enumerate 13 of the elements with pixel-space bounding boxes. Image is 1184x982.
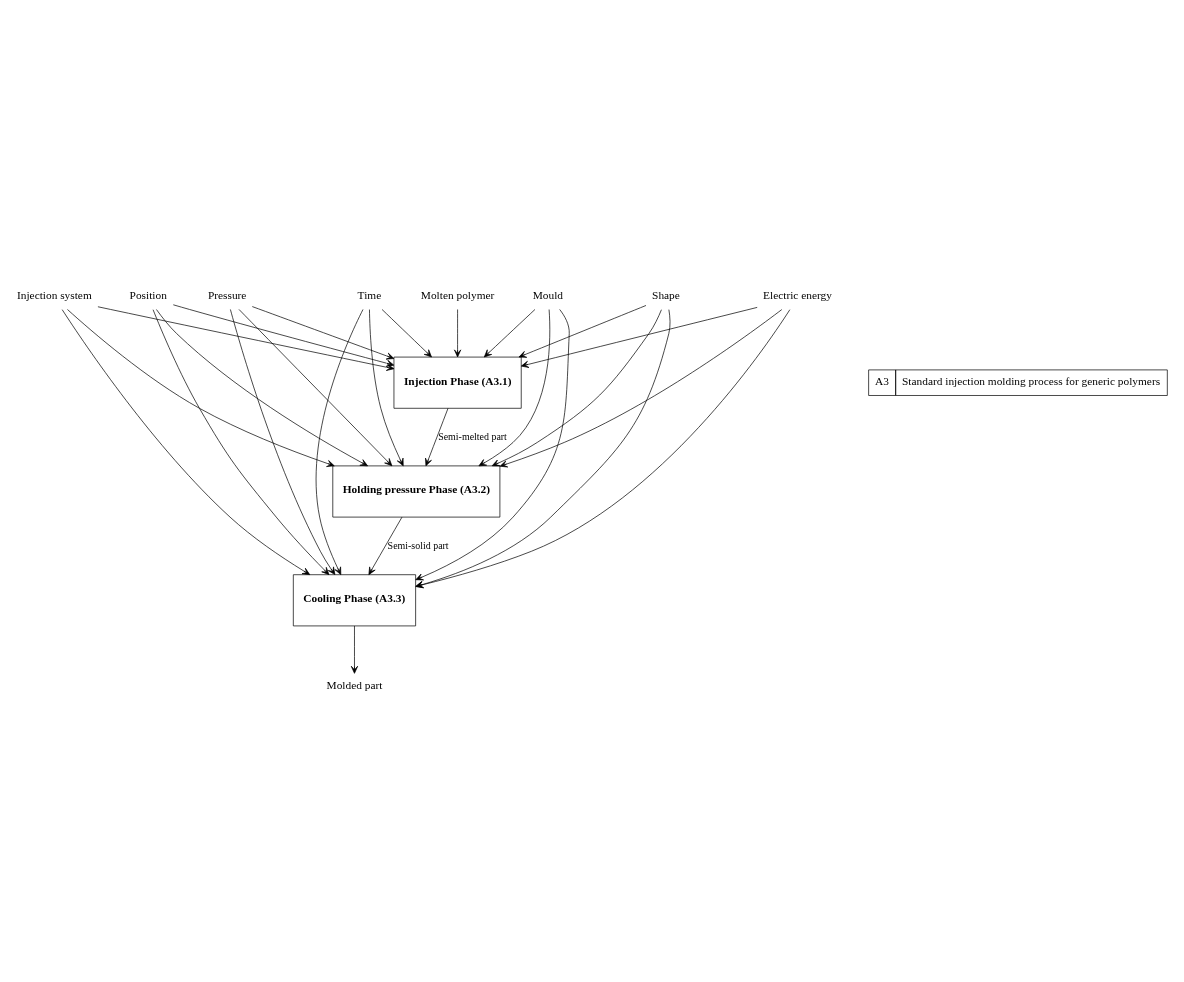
node-text: Injection system: [16, 288, 92, 301]
edge-label: Semi-solid part: [387, 539, 449, 551]
node-text: Time: [357, 288, 382, 301]
node-text: Position: [129, 288, 167, 301]
node-text: Electric energy: [763, 288, 832, 301]
node-text: Mould: [532, 288, 564, 301]
node-text: Molten polymer: [420, 288, 495, 301]
node-text: Molded part: [326, 678, 383, 691]
node-text: Pressure: [207, 288, 247, 301]
node-text: Shape: [652, 288, 680, 301]
edge-label: Semi-melted part: [438, 430, 507, 442]
label: Standard injection molding process for generic polymers: [902, 374, 1161, 387]
label: A3: [875, 374, 889, 387]
